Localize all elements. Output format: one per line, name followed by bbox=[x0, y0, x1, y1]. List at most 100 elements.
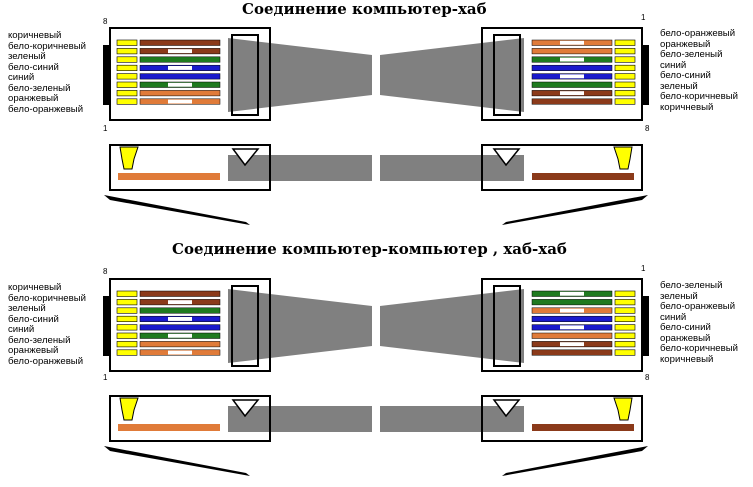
wire-label: бело-оранжевый bbox=[660, 28, 736, 39]
wire-label: зеленый bbox=[8, 303, 46, 314]
contact-pin bbox=[116, 73, 138, 80]
wire-label: бело-зеленый bbox=[8, 82, 71, 94]
wire-stripe bbox=[168, 66, 192, 70]
wire-label: зеленый bbox=[660, 290, 698, 302]
contact-pin bbox=[116, 315, 138, 323]
wire-stripe bbox=[560, 57, 584, 62]
wire-labels-top-right: бело-оранжевый оранжевый бело-зеленый си… bbox=[660, 28, 738, 113]
contact-pin bbox=[614, 315, 636, 323]
contact-pin bbox=[614, 332, 636, 339]
wire-label: коричневый bbox=[8, 282, 62, 293]
wire-stripe bbox=[168, 99, 192, 104]
wire-stripe bbox=[560, 291, 584, 296]
contact-pin bbox=[614, 324, 636, 331]
wire-label: бело-коричневый bbox=[8, 40, 86, 52]
left-side-tab bbox=[104, 195, 250, 225]
pin-number-label: 1 bbox=[103, 124, 108, 133]
wire-label: синий bbox=[8, 72, 35, 83]
left-plug-edge bbox=[103, 45, 110, 105]
right-side-latch bbox=[492, 148, 521, 167]
contact-pin bbox=[116, 98, 138, 105]
cable-side-right bbox=[380, 155, 524, 181]
wire bbox=[139, 39, 221, 46]
wire-label: оранжевый bbox=[660, 332, 711, 344]
wire-stripe bbox=[560, 342, 584, 347]
contact-pin bbox=[614, 64, 636, 71]
wire-label: синий bbox=[660, 311, 687, 323]
wire bbox=[531, 48, 613, 55]
contact-pin bbox=[116, 307, 138, 314]
wire-label: бело-оранжевый bbox=[8, 355, 84, 367]
wire bbox=[531, 64, 613, 71]
cable-top-right bbox=[380, 289, 524, 363]
right-side-tab bbox=[502, 446, 648, 476]
pin-number-label: 8 bbox=[103, 17, 108, 26]
contact-pin bbox=[116, 332, 138, 339]
contact-pin bbox=[116, 81, 138, 88]
wire-stripe bbox=[560, 40, 584, 45]
cable-side-left bbox=[228, 155, 372, 181]
cable-side-left bbox=[228, 406, 372, 432]
contact-pin bbox=[116, 349, 138, 356]
left-side-plug bbox=[109, 395, 271, 442]
wire bbox=[531, 349, 613, 356]
pin-number-label: 1 bbox=[641, 264, 646, 273]
pin-number-label: 8 bbox=[103, 267, 108, 276]
contact-pin bbox=[614, 307, 636, 314]
wire bbox=[531, 81, 613, 88]
wire-label: синий bbox=[660, 59, 687, 71]
contact-pin bbox=[614, 73, 636, 80]
wire-label: зеленый bbox=[660, 80, 698, 92]
wire-stripe bbox=[560, 308, 584, 313]
contact-pin bbox=[116, 90, 138, 97]
left-side-contacts bbox=[118, 424, 220, 431]
wire bbox=[139, 56, 221, 63]
cable-top-right bbox=[380, 38, 524, 112]
cable-side-right bbox=[380, 406, 524, 432]
wire-labels-bottom-right: бело-зеленый зеленый бело-оранжевый сини… bbox=[660, 280, 738, 365]
left-side-latch bbox=[231, 399, 260, 418]
wire-label: зеленый bbox=[8, 51, 46, 62]
wire-stripe bbox=[560, 74, 584, 79]
cable-top-left bbox=[228, 289, 372, 363]
contact-pin bbox=[614, 90, 636, 97]
right-side-clip bbox=[613, 146, 633, 170]
wire-stripe bbox=[560, 325, 584, 330]
wire-label: бело-коричневый bbox=[660, 343, 738, 354]
wire-stripe bbox=[168, 333, 192, 338]
right-side-clip bbox=[613, 397, 633, 421]
right-side-contacts bbox=[532, 173, 634, 180]
contact-pin bbox=[614, 349, 636, 356]
right-plug-latch bbox=[493, 34, 521, 116]
pin-number-label: 1 bbox=[103, 373, 108, 382]
wire-label: оранжевый bbox=[660, 38, 711, 50]
right-side-plug bbox=[481, 144, 643, 191]
title-computer-hub: Соединение компьютер-хаб bbox=[242, 0, 487, 18]
contact-pin bbox=[614, 39, 636, 46]
contact-pin bbox=[614, 299, 636, 306]
wire-label: оранжевый bbox=[8, 345, 59, 356]
wire-stripe bbox=[560, 91, 584, 96]
cable-top-left bbox=[228, 38, 372, 112]
wire-label: бело-зеленый bbox=[8, 334, 71, 346]
crossover-section bbox=[103, 278, 649, 476]
wire bbox=[139, 324, 221, 331]
left-plug-edge bbox=[103, 296, 110, 356]
wire-label: бело-синий bbox=[8, 313, 59, 325]
contact-pin bbox=[614, 98, 636, 105]
wire-label: бело-оранжевый bbox=[8, 103, 84, 115]
contact-pin bbox=[116, 299, 138, 306]
wire bbox=[531, 98, 613, 105]
left-side-latch bbox=[231, 148, 260, 167]
wire bbox=[139, 290, 221, 297]
wire-label: бело-коричневый bbox=[660, 91, 738, 102]
wire-stripe bbox=[168, 82, 192, 87]
left-side-clip bbox=[119, 397, 139, 421]
contact-pin bbox=[116, 341, 138, 348]
wire-label: синий bbox=[8, 324, 35, 335]
right-side-plug bbox=[481, 395, 643, 442]
wire-stripe bbox=[168, 300, 192, 305]
wire-label: бело-зеленый bbox=[660, 49, 723, 60]
